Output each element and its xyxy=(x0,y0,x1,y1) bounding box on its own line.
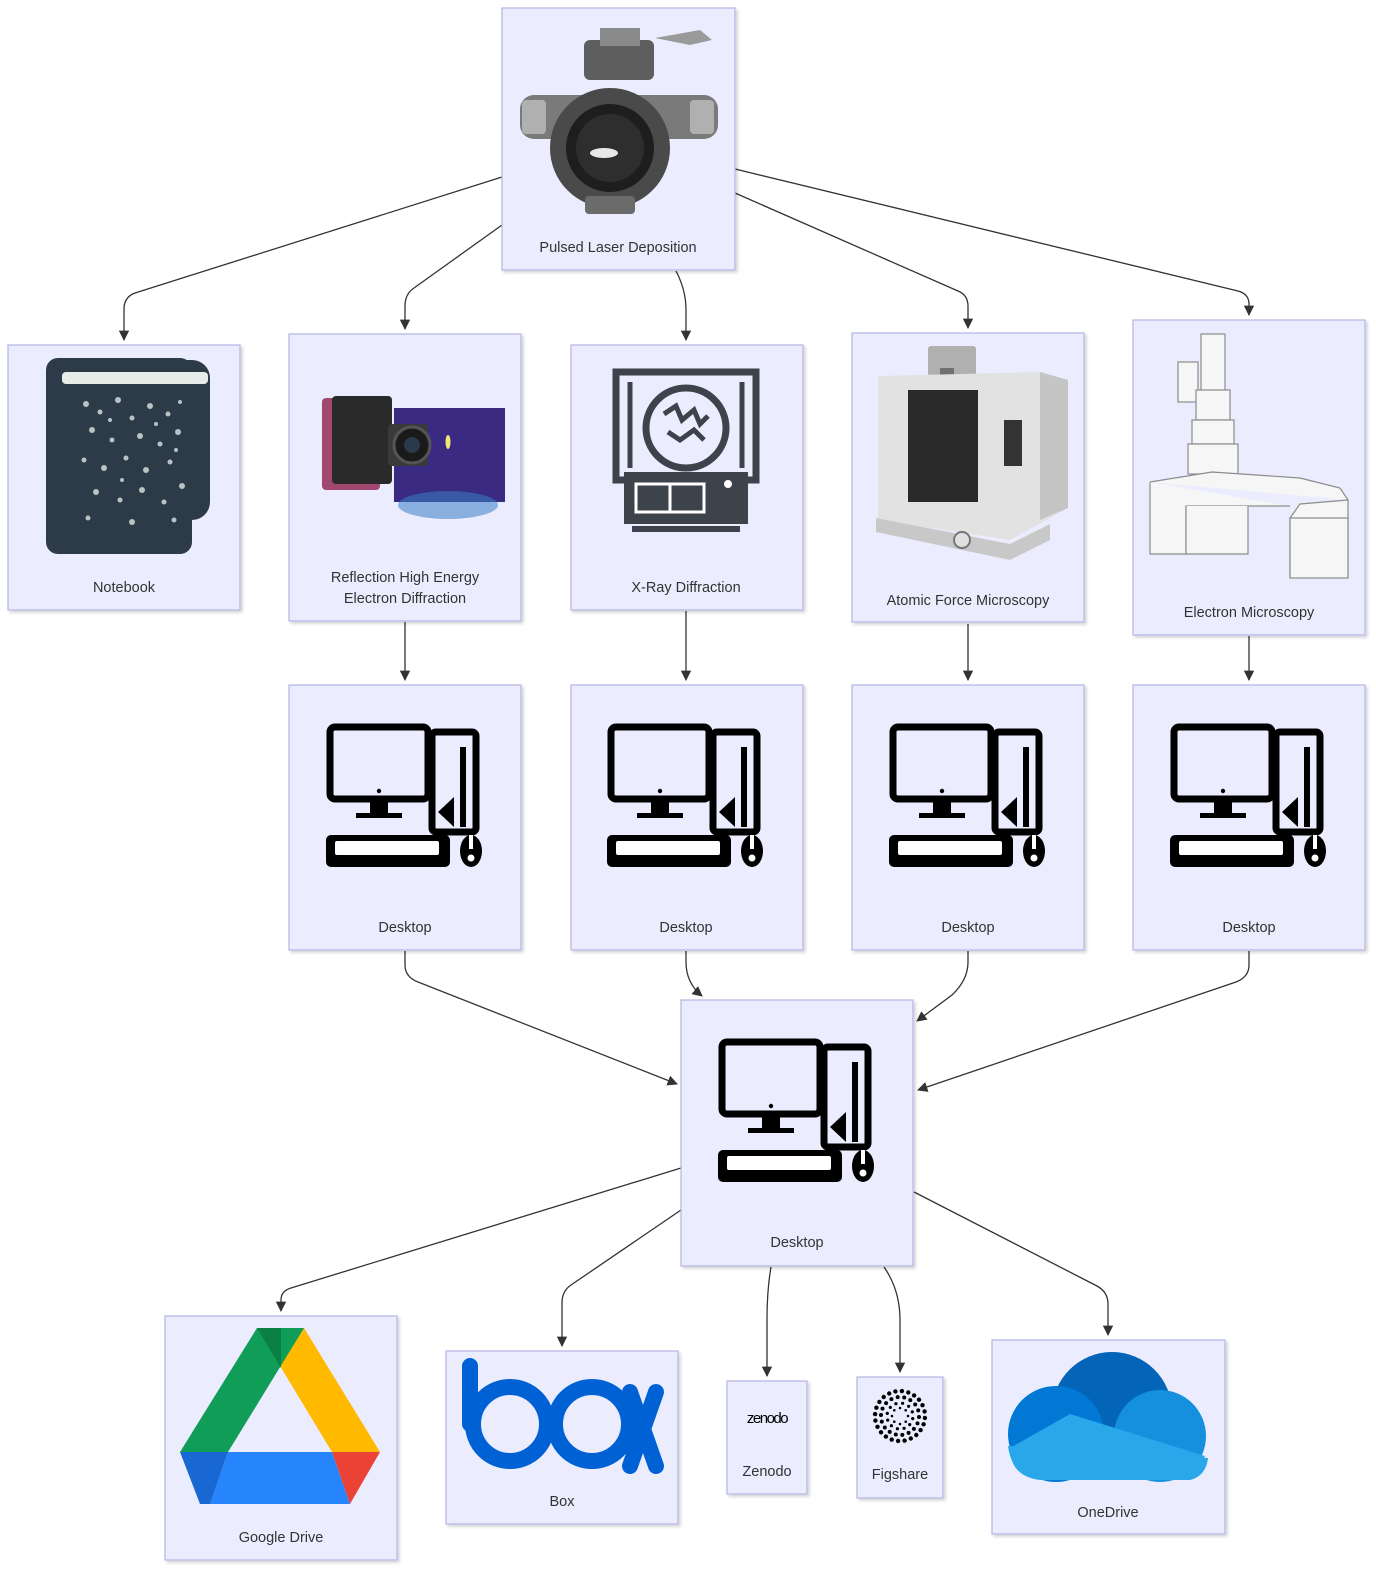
node-pld[interactable]: Pulsed Laser Deposition xyxy=(501,7,736,271)
node-desktop-xrd[interactable]: Desktop xyxy=(570,684,804,951)
desktop-xrd-label: Desktop xyxy=(659,920,712,936)
desktop-rheed-label: Desktop xyxy=(378,920,431,936)
xray-diffractometer-icon xyxy=(612,368,760,532)
node-desktop-main[interactable]: Desktop xyxy=(680,999,914,1267)
edge-main-zenodo xyxy=(761,1266,773,1378)
zenodo-label: Zenodo xyxy=(742,1464,791,1480)
pld-label: Pulsed Laser Deposition xyxy=(539,240,696,256)
zenodo-logo-icon: zenodo xyxy=(747,1410,788,1427)
onedrive-label: OneDrive xyxy=(1077,1505,1138,1521)
edge-desktop-em-main xyxy=(917,951,1250,1092)
node-notebook[interactable]: Notebook xyxy=(7,344,241,611)
node-em[interactable]: Electron Microscopy xyxy=(1132,319,1366,636)
figshare-logo-icon xyxy=(872,1388,928,1444)
edge-pld-xrd xyxy=(675,270,692,342)
node-desktop-afm[interactable]: Desktop xyxy=(851,684,1085,951)
edge-pld-afm xyxy=(734,192,974,330)
em-label: Electron Microscopy xyxy=(1184,605,1315,621)
afm-instrument-icon xyxy=(876,346,1068,560)
desktop-em-label: Desktop xyxy=(1222,920,1275,936)
desktop-afm-label: Desktop xyxy=(941,920,994,936)
node-box-service[interactable]: Box xyxy=(445,1350,679,1525)
node-afm[interactable]: Atomic Force Microscopy xyxy=(851,332,1085,623)
edge-main-box xyxy=(556,1209,682,1348)
rheed-label-line1: Reflection High Energy xyxy=(331,570,480,586)
node-onedrive[interactable]: OneDrive xyxy=(991,1339,1226,1535)
edge-main-figshare xyxy=(883,1266,906,1374)
node-desktop-em[interactable]: Desktop xyxy=(1132,684,1366,951)
box-label: Box xyxy=(550,1494,576,1510)
node-desktop-rheed[interactable]: Desktop xyxy=(288,684,522,951)
afm-label: Atomic Force Microscopy xyxy=(887,593,1051,609)
onedrive-cloud-icon xyxy=(1008,1352,1208,1482)
notebook-label: Notebook xyxy=(93,580,156,596)
edge-main-gdrive xyxy=(275,1167,682,1313)
rheed-label-line2: Electron Diffraction xyxy=(344,591,466,607)
box-logo-icon xyxy=(462,1358,664,1474)
notebook-icon xyxy=(46,358,210,554)
edge-pld-notebook xyxy=(118,176,503,342)
edge-desktop-afm-main xyxy=(916,951,969,1022)
camera-icon xyxy=(322,396,505,519)
node-rheed[interactable]: Reflection High Energy Electron Diffract… xyxy=(288,333,522,622)
xrd-label: X-Ray Diffraction xyxy=(631,580,740,596)
figshare-label: Figshare xyxy=(872,1467,928,1483)
edges xyxy=(118,168,1255,1378)
edge-desktop-rheed-main xyxy=(404,951,678,1086)
node-xrd[interactable]: X-Ray Diffraction xyxy=(570,344,804,611)
node-gdrive[interactable]: Google Drive xyxy=(164,1315,398,1561)
edge-pld-rheed xyxy=(399,224,503,331)
desktop-main-label: Desktop xyxy=(770,1235,823,1251)
node-zenodo[interactable]: zenodo Zenodo xyxy=(726,1380,808,1495)
vacuum-chamber-icon xyxy=(520,28,718,214)
google-drive-icon xyxy=(180,1328,380,1504)
electron-microscope-icon xyxy=(1149,333,1350,579)
node-figshare[interactable]: Figshare xyxy=(856,1376,944,1499)
edge-main-onedrive xyxy=(913,1191,1114,1337)
edge-desktop-xrd-main xyxy=(685,951,703,997)
edge-pld-em xyxy=(734,168,1255,317)
gdrive-label: Google Drive xyxy=(239,1530,324,1546)
